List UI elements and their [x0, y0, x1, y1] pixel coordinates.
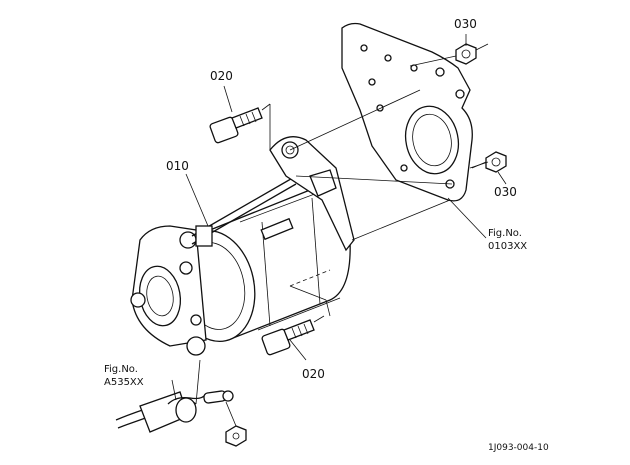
bolt-bottom	[261, 315, 325, 356]
figref-plate-line2: 0103XX	[488, 241, 527, 252]
starter-motor	[130, 136, 355, 356]
figref-cable-line2: A535XX	[104, 377, 144, 388]
figref-plate-line1: Fig.No.	[488, 228, 522, 239]
bolt-top	[209, 103, 271, 150]
leader-lines	[185, 34, 507, 361]
mounting-plate	[341, 22, 473, 202]
callout-020-bottom: 020	[302, 367, 325, 381]
callout-030-top: 030	[454, 17, 477, 31]
cable-assembly	[115, 359, 247, 447]
callout-030-right: 030	[494, 185, 517, 199]
figref-cable-line1: Fig.No.	[104, 364, 138, 375]
nut-top-right	[455, 43, 489, 65]
assembly-lines	[289, 55, 489, 317]
drawing-id: 1J093-004-10	[488, 443, 549, 453]
callout-020-top: 020	[210, 69, 233, 83]
nut-right	[471, 151, 507, 173]
callout-010: 010	[166, 159, 189, 173]
